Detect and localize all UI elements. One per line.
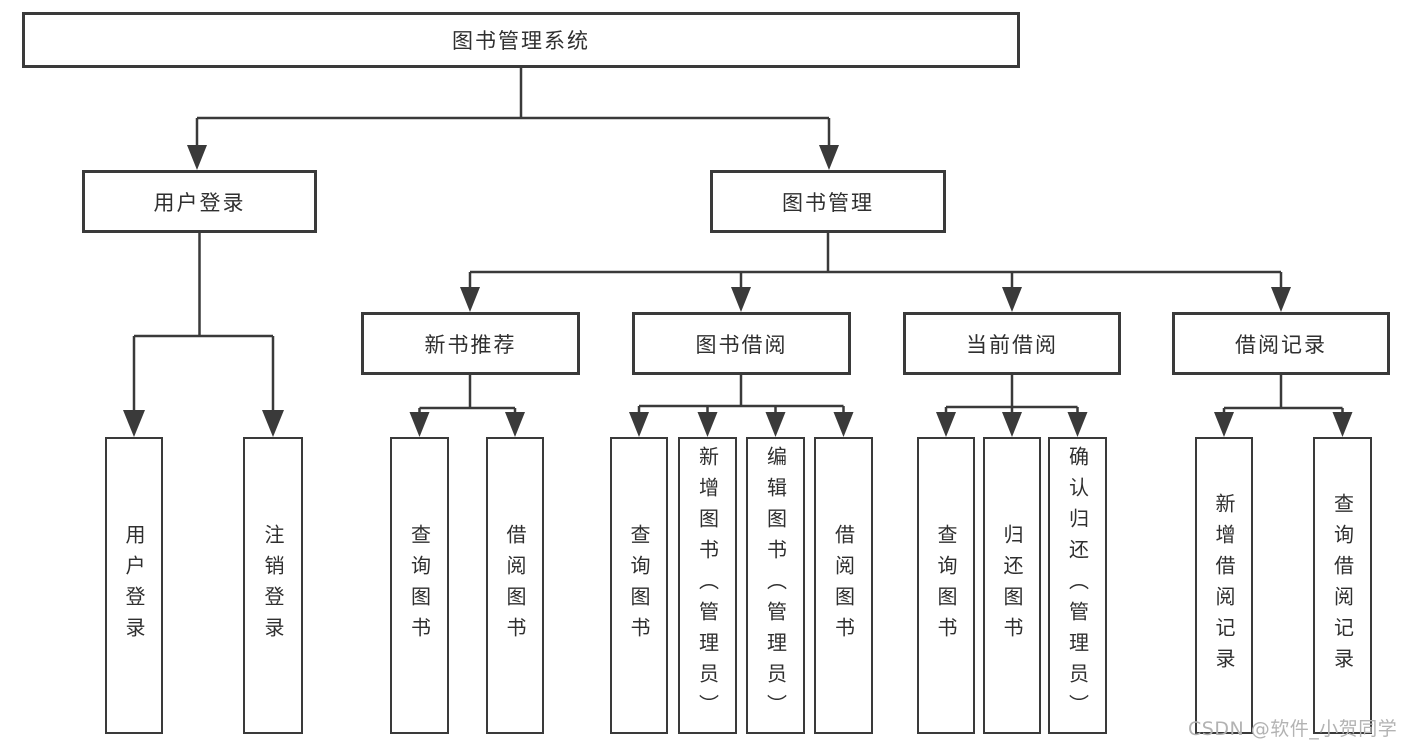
connector-bookborrow-to-leaves (637, 375, 845, 416)
connector-bookmgmt-to-level3 (468, 233, 1283, 291)
arrowhead (833, 412, 854, 437)
node-label: 借阅记录 (1235, 332, 1327, 357)
node-label: 用户登录 (122, 523, 146, 648)
node-label: 查询图书 (934, 523, 958, 648)
csdn-watermark: CSDN @软件_小贺同学 (1188, 718, 1398, 740)
leaf-query-borrow-record: 查询借阅记录 (1313, 437, 1372, 734)
arrowhead (1002, 287, 1022, 312)
node-borrow-records: 借阅记录 (1172, 312, 1390, 375)
connector-currentborrow-to-leaves (944, 375, 1079, 416)
node-new-book-recommend: 新书推荐 (361, 312, 580, 375)
arrowhead (731, 287, 751, 312)
arrowhead (460, 287, 480, 312)
arrowhead (1332, 412, 1353, 437)
node-current-borrow: 当前借阅 (903, 312, 1121, 375)
connector-newbook-to-leaves (418, 375, 517, 416)
node-label: 用户登录 (153, 190, 246, 215)
arrowhead (1002, 412, 1022, 437)
arrowhead (819, 145, 839, 170)
leaf-query-books: 查询图书 (610, 437, 668, 734)
node-label: 当前借阅 (966, 332, 1058, 357)
node-label: 新书推荐 (424, 332, 517, 357)
node-label: 图书管理系统 (452, 29, 590, 53)
leaf-confirm-return-admin: 确认归还（管理员） (1048, 437, 1107, 734)
arrowhead (505, 412, 525, 437)
node-book-borrow: 图书借阅 (632, 312, 851, 375)
node-label: 图书借阅 (695, 332, 788, 357)
connector-root-to-level2 (195, 68, 831, 150)
arrowhead (409, 412, 430, 437)
node-label: 借阅图书 (503, 523, 527, 648)
leaf-borrow-books: 借阅图书 (814, 437, 873, 734)
arrowhead (1067, 412, 1088, 437)
node-book-management: 图书管理 (710, 170, 946, 233)
node-library-management-system: 图书管理系统 (22, 12, 1020, 68)
node-label: 新增借阅记录 (1212, 492, 1236, 679)
node-user-login: 用户登录 (82, 170, 317, 233)
arrowhead (936, 412, 956, 437)
leaf-logout: 注销登录 (243, 437, 303, 734)
connector-records-to-leaves (1222, 375, 1344, 416)
arrowhead (1214, 412, 1234, 437)
arrowhead (262, 410, 284, 437)
arrowhead (629, 412, 649, 437)
leaf-edit-books-admin: 编辑图书（管理员） (746, 437, 805, 734)
arrowhead (1271, 287, 1291, 312)
node-label: 查询图书 (627, 523, 651, 648)
leaf-borrow-books: 借阅图书 (486, 437, 544, 734)
arrowheads (123, 145, 1353, 437)
arrowhead (765, 412, 786, 437)
node-label: 图书管理 (782, 190, 874, 215)
node-label: 确认归还（管理员） (1065, 446, 1090, 725)
leaf-query-books: 查询图书 (917, 437, 975, 734)
leaf-add-borrow-record: 新增借阅记录 (1195, 437, 1253, 734)
connector-userlogin-to-leaves (132, 233, 275, 414)
node-label: 新增图书（管理员） (695, 446, 720, 725)
leaf-add-books-admin: 新增图书（管理员） (678, 437, 737, 734)
node-label: 注销登录 (261, 523, 285, 648)
leaf-query-books: 查询图书 (390, 437, 449, 734)
node-label: 归还图书 (1000, 523, 1024, 648)
leaf-return-books: 归还图书 (983, 437, 1041, 734)
arrowhead (187, 145, 207, 170)
node-label: 查询图书 (407, 523, 432, 648)
arrowhead (123, 410, 145, 437)
node-label: 借阅图书 (831, 523, 856, 648)
node-label: 查询借阅记录 (1330, 492, 1355, 679)
arrowhead (697, 412, 718, 437)
node-label: 编辑图书（管理员） (763, 446, 788, 725)
leaf-user-login: 用户登录 (105, 437, 163, 734)
